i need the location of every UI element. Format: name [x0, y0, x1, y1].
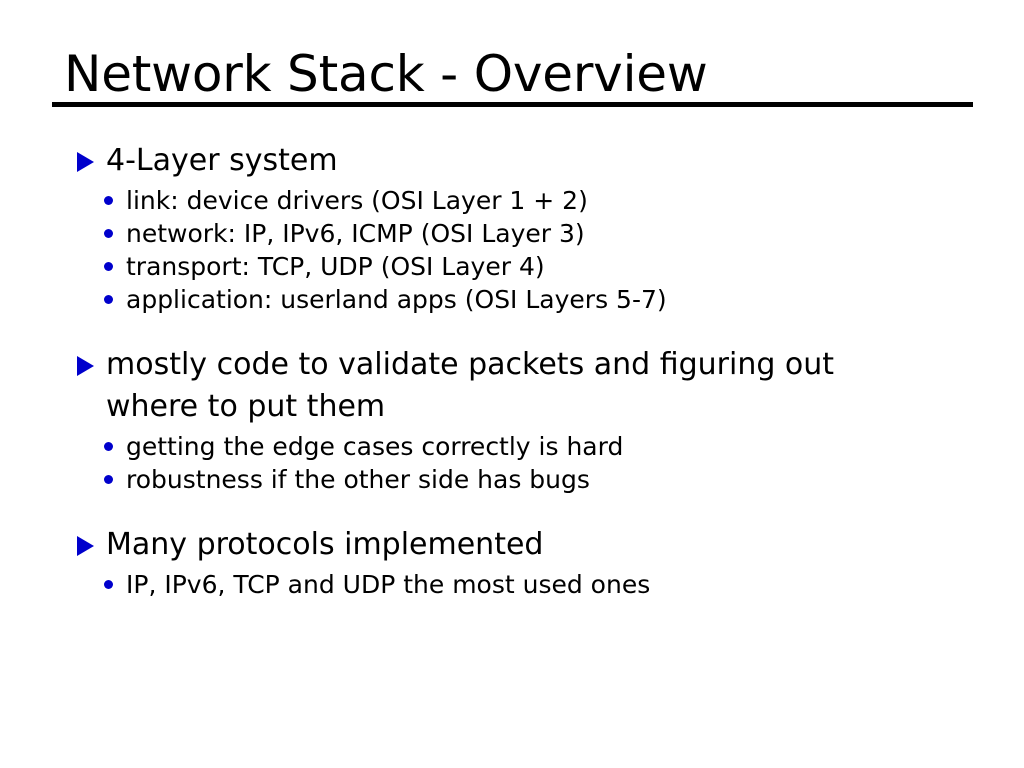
- bullet-level2-label: transport: TCP, UDP (OSI Layer 4): [126, 252, 545, 281]
- triangle-right-icon: [77, 536, 94, 556]
- dot-icon: [104, 442, 113, 451]
- bullet-level1-label: mostly code to validate packets and figu…: [106, 347, 835, 424]
- bullet-level1-row: mostly code to validate packets and figu…: [0, 344, 1024, 428]
- list-item: application: userland apps (OSI Layers 5…: [0, 283, 1024, 316]
- bullet-group-3: Many protocols implemented IP, IPv6, TCP…: [0, 524, 1024, 601]
- triangle-right-icon: [77, 152, 94, 172]
- triangle-right-icon: [77, 356, 94, 376]
- list-item: getting the edge cases correctly is hard: [0, 430, 1024, 463]
- bullet-level2-label: robustness if the other side has bugs: [126, 465, 590, 494]
- bullet-level2-label: IP, IPv6, TCP and UDP the most used ones: [126, 570, 651, 599]
- list-item: IP, IPv6, TCP and UDP the most used ones: [0, 568, 1024, 601]
- dot-icon: [104, 295, 113, 304]
- bullet-group-1: 4-Layer system link: device drivers (OSI…: [0, 140, 1024, 316]
- sub-bullet-list: link: device drivers (OSI Layer 1 + 2) n…: [0, 184, 1024, 316]
- list-item: network: IP, IPv6, ICMP (OSI Layer 3): [0, 217, 1024, 250]
- list-item: transport: TCP, UDP (OSI Layer 4): [0, 250, 1024, 283]
- dot-icon: [104, 580, 113, 589]
- bullet-group-2: mostly code to validate packets and figu…: [0, 344, 1024, 496]
- bullet-level1-row: Many protocols implemented: [0, 524, 1024, 566]
- list-item: robustness if the other side has bugs: [0, 463, 1024, 496]
- list-item: link: device drivers (OSI Layer 1 + 2): [0, 184, 1024, 217]
- bullet-level2-label: application: userland apps (OSI Layers 5…: [126, 285, 667, 314]
- bullet-level1-row: 4-Layer system: [0, 140, 1024, 182]
- title-underline-rule: [52, 102, 973, 107]
- bullet-level1-label: Many protocols implemented: [106, 527, 544, 562]
- sub-bullet-list: getting the edge cases correctly is hard…: [0, 430, 1024, 496]
- sub-bullet-list: IP, IPv6, TCP and UDP the most used ones: [0, 568, 1024, 601]
- bullet-level2-label: getting the edge cases correctly is hard: [126, 432, 624, 461]
- bullet-level1-label: 4-Layer system: [106, 143, 338, 178]
- page-title: Network Stack - Overview: [64, 45, 708, 103]
- dot-icon: [104, 262, 113, 271]
- dot-icon: [104, 196, 113, 205]
- dot-icon: [104, 475, 113, 484]
- slide-body: 4-Layer system link: device drivers (OSI…: [0, 140, 1024, 601]
- dot-icon: [104, 229, 113, 238]
- bullet-level2-label: link: device drivers (OSI Layer 1 + 2): [126, 186, 588, 215]
- bullet-level2-label: network: IP, IPv6, ICMP (OSI Layer 3): [126, 219, 585, 248]
